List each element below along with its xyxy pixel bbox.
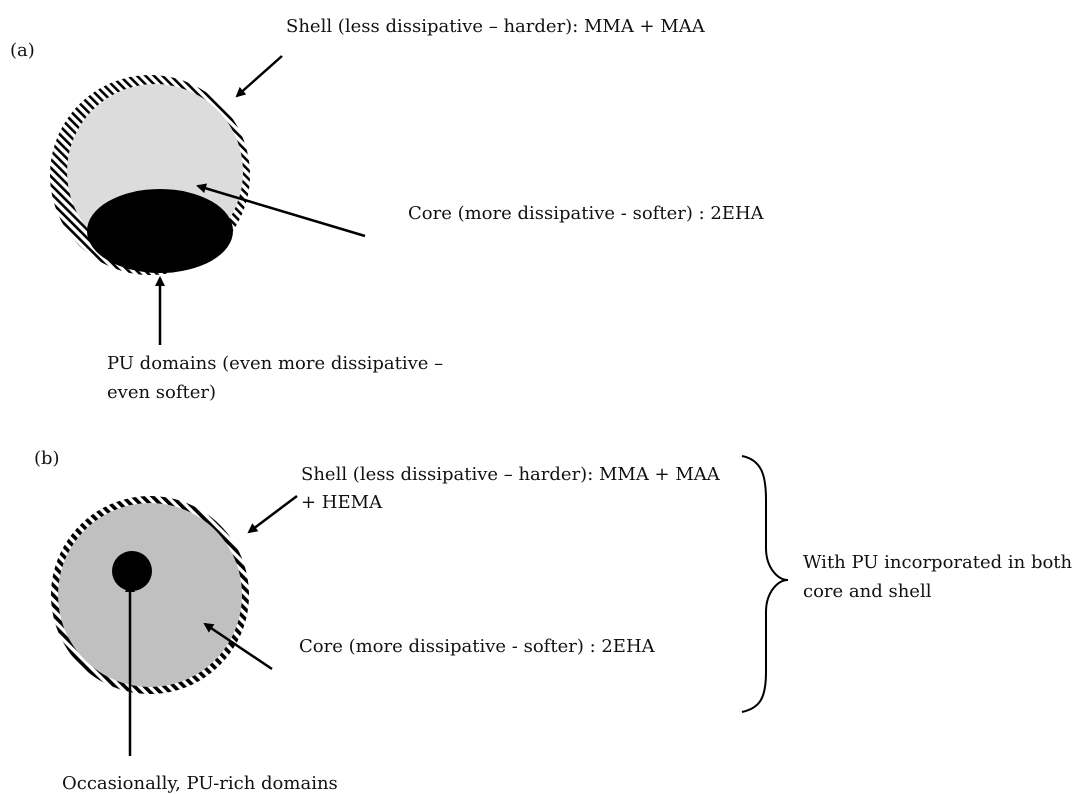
panel-b-label: (b) (34, 448, 60, 469)
core-label-b: Core (more dissipative - softer) : 2EHA (299, 636, 656, 657)
shell-arrow-a (235, 55, 283, 98)
core-b (58, 503, 242, 687)
shell-label-b-line1: Shell (less dissipative – harder): MMA +… (301, 464, 721, 485)
grouping-brace (741, 455, 789, 713)
pu-rich-label-b: Occasionally, PU-rich domains (62, 773, 338, 794)
pu-label-a-line1: PU domains (even more dissipative – (107, 353, 443, 374)
shell-label-a: Shell (less dissipative – harder): MMA +… (286, 16, 706, 37)
core-label-a: Core (more dissipative - softer) : 2EHA (408, 203, 765, 224)
pu-rich-domain-b (112, 551, 152, 591)
pu-label-a-line2: even softer) (107, 382, 216, 403)
panel-a: (a) Shell (less dissipative – harder): M… (10, 16, 765, 403)
shell-arrow-b (247, 495, 298, 534)
brace-label-line1: With PU incorporated in both (803, 552, 1073, 573)
pu-domain-a (87, 189, 233, 273)
panel-a-label: (a) (10, 40, 35, 61)
brace-label-line2: core and shell (803, 581, 932, 602)
core-arrow-b (203, 622, 273, 671)
core-arrow-a (196, 183, 366, 238)
shell-label-b-line2: + HEMA (301, 492, 383, 513)
panel-b: (b) Shell (less dissipative – harder): M… (34, 448, 1073, 794)
